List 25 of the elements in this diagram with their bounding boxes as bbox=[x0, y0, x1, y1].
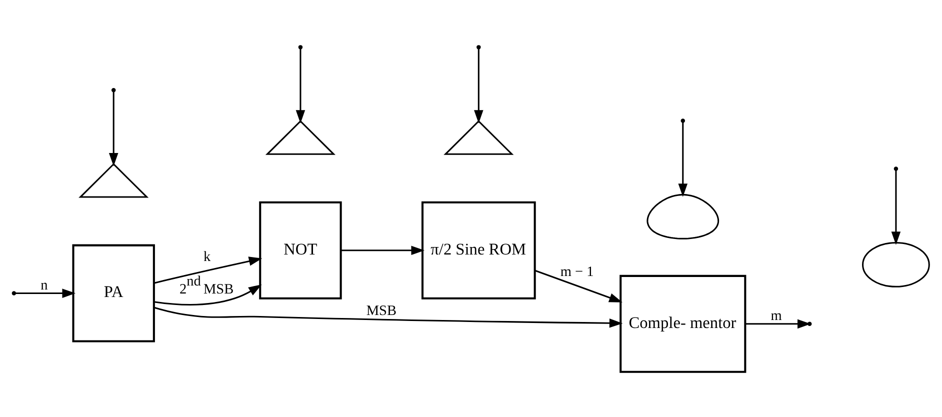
arrow bbox=[534, 269, 622, 302]
edge-label: m − 1 bbox=[560, 264, 594, 280]
arrow bbox=[474, 48, 484, 123]
node-triangle bbox=[444, 120, 514, 154]
edge-label: k bbox=[203, 248, 211, 264]
arrow bbox=[154, 256, 262, 284]
arrow bbox=[678, 121, 688, 196]
arrow bbox=[108, 90, 118, 166]
edge-label: m bbox=[770, 308, 782, 324]
node-box: PA bbox=[72, 244, 155, 342]
node-box: Comple- mentor bbox=[620, 274, 746, 372]
edge-label: n bbox=[40, 276, 48, 293]
arrow bbox=[296, 48, 306, 123]
node-triangle bbox=[265, 120, 336, 154]
arrow bbox=[341, 245, 425, 255]
arrow bbox=[891, 169, 901, 244]
arrow bbox=[15, 288, 76, 298]
arrow bbox=[154, 284, 262, 305]
node-box: π/2 Sine ROM bbox=[421, 200, 536, 299]
node-arc bbox=[646, 193, 720, 239]
node-triangle bbox=[78, 162, 149, 198]
edge-label: MSB bbox=[366, 302, 397, 318]
arrow bbox=[154, 306, 623, 328]
node-box: NOT bbox=[259, 200, 342, 299]
node-wave bbox=[862, 241, 930, 287]
